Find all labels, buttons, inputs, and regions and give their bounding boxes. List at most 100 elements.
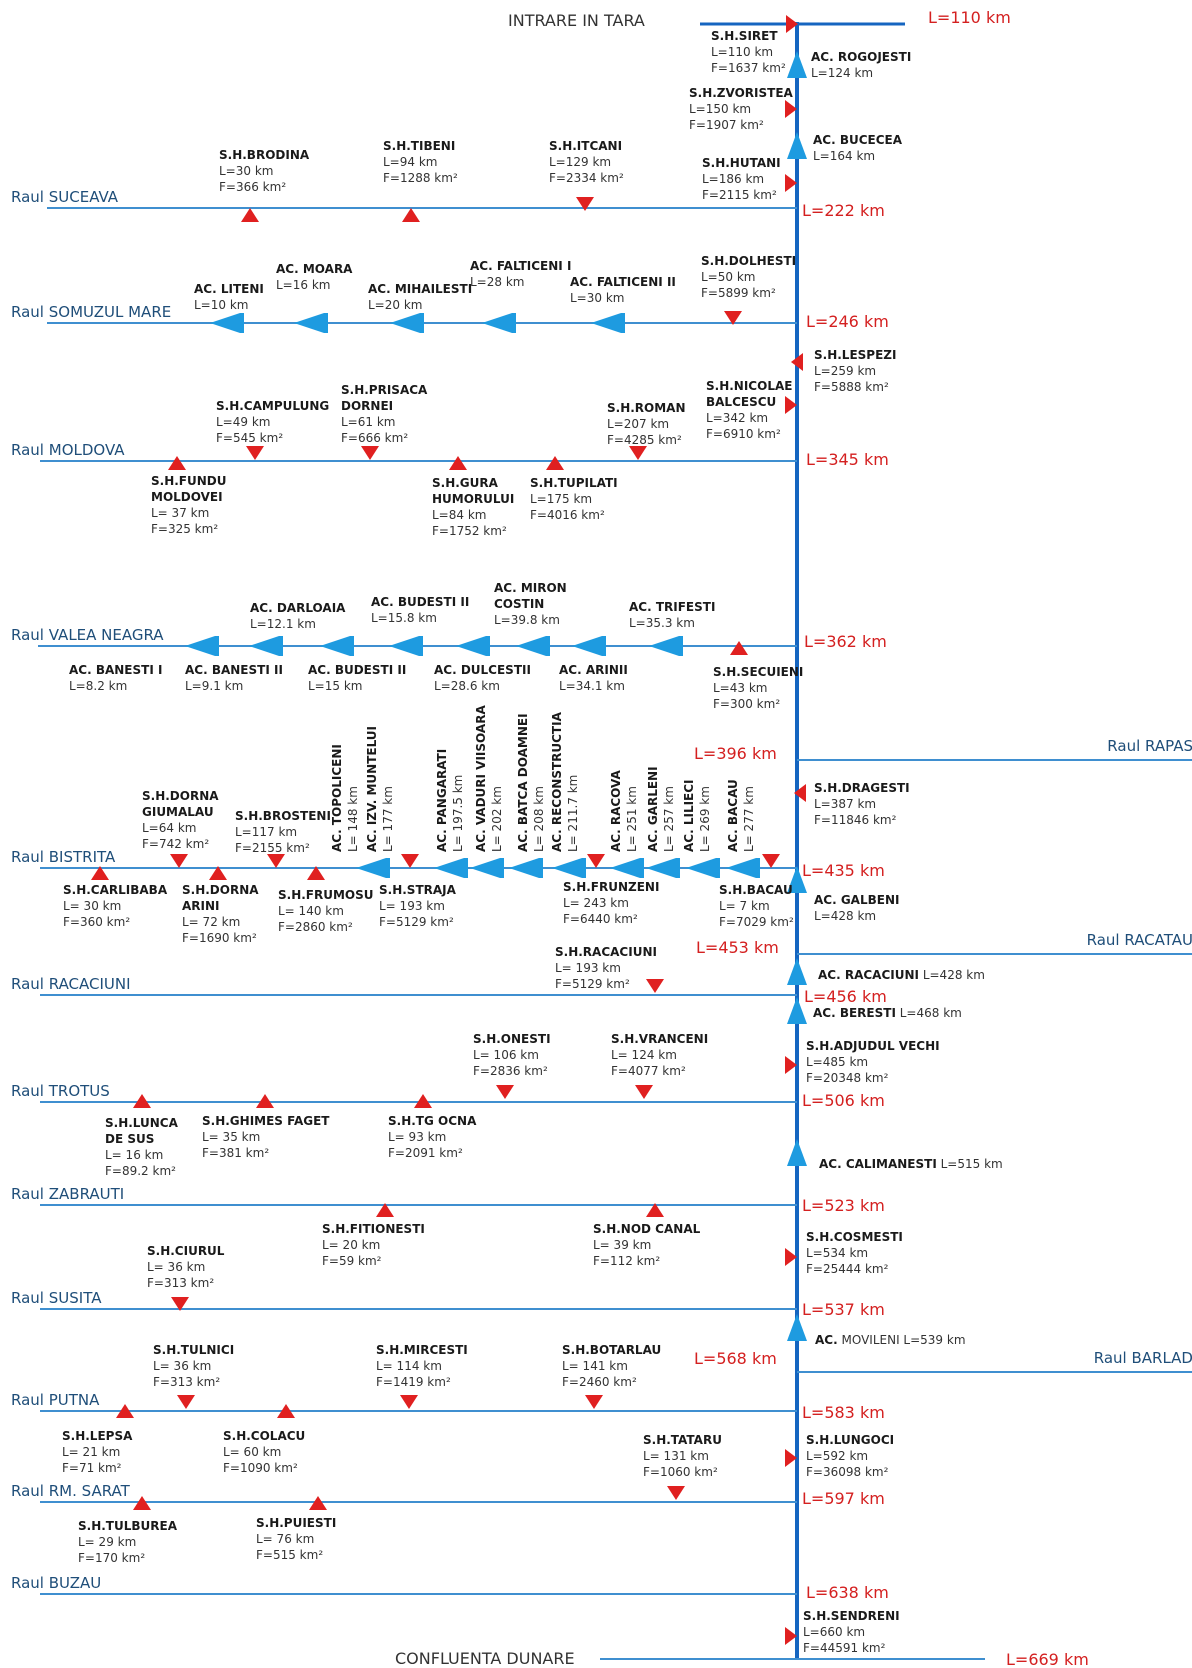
station-info-text: S.H.CAMPULUNG	[216, 399, 329, 413]
station-info-text: L= 106 km	[473, 1048, 539, 1062]
station-info-text: F=2091 km²	[388, 1146, 463, 1160]
station-info-text: S.H.NICOLAE	[706, 379, 792, 393]
station-info-text: F=5129 km²	[555, 977, 630, 991]
station-info-text: F=366 km²	[219, 180, 286, 194]
dam-marker	[320, 636, 354, 656]
station-info-text: S.H.COLACU	[223, 1429, 305, 1443]
river-name: VALEA NEAGRA	[49, 626, 165, 644]
station-info-text: F=112 km²	[593, 1254, 660, 1268]
station-info-text: L=49 km	[216, 415, 270, 429]
station-info-text: S.H.MIRCESTI	[376, 1343, 468, 1357]
station-info-text: F=89.2 km²	[105, 1164, 176, 1178]
station-info-text: AC. BANESTI II	[185, 663, 283, 677]
station-info-text: S.H.CARLIBABA	[63, 883, 168, 897]
station-info-text: F=36098 km²	[806, 1465, 889, 1479]
station-info-text: F=4016 km²	[530, 508, 605, 522]
station-info-text: S.H.PRISACA	[341, 383, 428, 397]
station-marker	[629, 446, 647, 460]
dam-marker	[470, 858, 504, 878]
station-marker	[546, 456, 564, 470]
entry-label: INTRARE IN TARA	[508, 11, 645, 30]
station-marker	[402, 208, 420, 222]
river-prefix: Raul	[11, 626, 44, 644]
station-info-text: F=4077 km²	[611, 1064, 686, 1078]
station-marker	[724, 311, 742, 325]
station-info-text: GIUMALAU	[142, 805, 214, 819]
station-marker	[414, 1094, 432, 1108]
river-prefix: Raul	[11, 303, 44, 321]
tributary-label: Raul RM. SARAT	[11, 1482, 131, 1500]
station-info-text: S.H.DORNA	[182, 883, 259, 897]
station-info-text: L=30 km	[219, 164, 273, 178]
station-info-text: AC. MOARA	[276, 262, 353, 276]
dam-marker	[787, 866, 807, 893]
station-info-text: L=660 km	[803, 1625, 865, 1639]
km-marker: L=523 km	[802, 1196, 885, 1215]
station-info-text: S.H.TATARU	[643, 1433, 722, 1447]
station-info-text: AC. BUCECEA	[813, 133, 903, 147]
station-info-text: F=7029 km²	[719, 915, 794, 929]
station-info-text: L=94 km	[383, 155, 437, 169]
station-info-text: AC. FALTICENI II	[570, 275, 676, 289]
station-info-text: S.H.DRAGESTI	[814, 781, 910, 795]
station-marker	[786, 15, 798, 33]
station-info-text: S.H.TULBUREA	[78, 1519, 178, 1533]
station-marker	[361, 446, 379, 460]
station-marker	[585, 1395, 603, 1409]
station-info-text: L= 114 km	[376, 1359, 442, 1373]
river-prefix: Raul	[11, 1574, 44, 1592]
dam-marker	[356, 858, 390, 878]
station-info-text: F=742 km²	[142, 837, 209, 851]
river-name: SOMUZUL MARE	[49, 303, 171, 321]
station-info-text: S.H.SIRET	[711, 29, 778, 43]
tributary-label: Raul RACACIUNI	[11, 975, 131, 993]
station-info-text: AC. GALBENI	[814, 893, 899, 907]
station-info-text: F=313 km²	[153, 1375, 220, 1389]
station-info-text: AC. DARLOAIA	[250, 601, 346, 615]
station-info-text: F=1419 km²	[376, 1375, 451, 1389]
station-info-text: F=515 km²	[256, 1548, 323, 1562]
station-info-text: S.H.LUNCA	[105, 1116, 179, 1130]
dam-marker	[552, 858, 586, 878]
station-info-text: S.H.DOLHESTI	[701, 254, 796, 268]
dam-length: L= 148 km	[346, 786, 360, 852]
station-info-text: F=1288 km²	[383, 171, 458, 185]
station-info-text: AC. BUDESTI II	[371, 595, 469, 609]
dam-length: L= 202 km	[490, 786, 504, 852]
dam-name: AC. BACAU	[726, 779, 740, 852]
dam-length: L=468 km	[900, 1006, 962, 1020]
station-info-text: S.H.BACAU	[719, 883, 793, 897]
tributary-label: Raul TROTUS	[11, 1082, 110, 1100]
station-info-text: S.H.ITCANI	[549, 139, 622, 153]
station-info-text: L=20 km	[368, 298, 422, 312]
station-info-text: L= 29 km	[78, 1535, 136, 1549]
dam-name: AC. RACACIUNI	[818, 968, 919, 982]
station-marker	[791, 353, 803, 371]
station-info-text: L=15 km	[308, 679, 362, 693]
station-info-text: L=387 km	[814, 797, 876, 811]
station-info-text: S.H.ROMAN	[607, 401, 686, 415]
dam-name: AC. LILIECI	[682, 779, 696, 852]
station-info-text: L= 124 km	[611, 1048, 677, 1062]
station-info-text: F=71 km²	[62, 1461, 122, 1475]
km-marker: L=597 km	[802, 1489, 885, 1508]
station-info-text: L=12.1 km	[250, 617, 316, 631]
station-info-text: F=4285 km²	[607, 433, 682, 447]
station-marker	[576, 197, 594, 211]
station-info-text: AC. ROGOJESTI	[811, 50, 911, 64]
dam-name: AC. TOPOLICENI	[330, 744, 344, 852]
dam-marker	[787, 1139, 807, 1166]
station-info-text: L=485 km	[806, 1055, 868, 1069]
dam-length: L= 277 km	[742, 786, 756, 852]
station-info-text: L=124 km	[811, 66, 873, 80]
station-info-text: S.H.SENDRENI	[803, 1609, 900, 1623]
station-info-text: F=2115 km²	[702, 188, 777, 202]
river-name: ZABRAUTI	[49, 1185, 124, 1203]
station-info-text: S.H.LESPEZI	[814, 348, 896, 362]
dam-marker	[686, 858, 720, 878]
station-marker	[646, 979, 664, 993]
station-info-text: S.H.HUTANI	[702, 156, 781, 170]
station-info-text: F=1752 km²	[432, 524, 507, 538]
dam-length: L=515 km	[941, 1157, 1003, 1171]
